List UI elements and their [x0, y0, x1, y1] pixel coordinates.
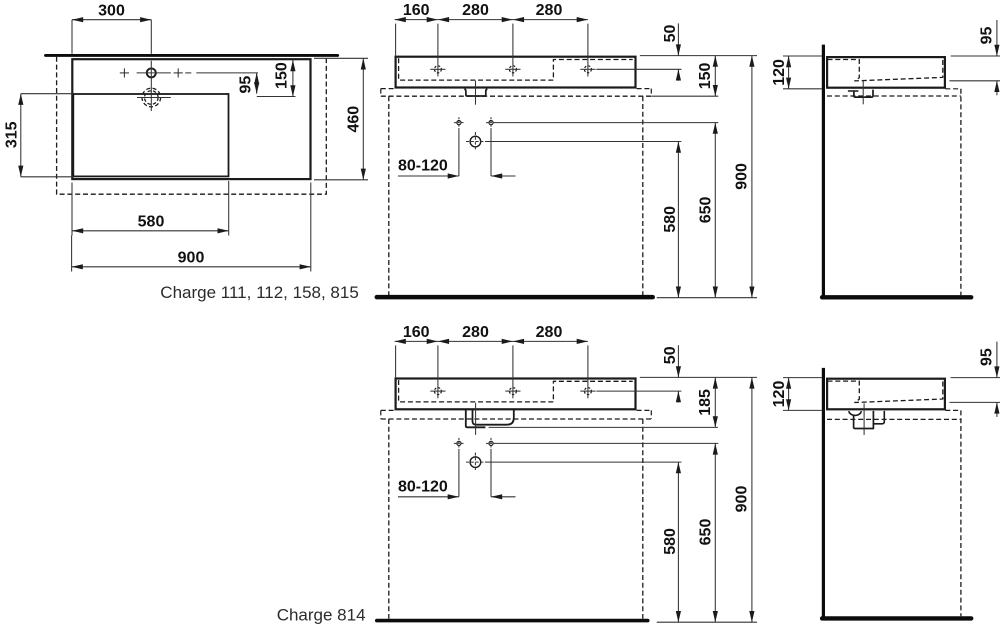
svg-text:280: 280 — [462, 2, 489, 19]
svg-text:150: 150 — [274, 62, 291, 89]
svg-text:120: 120 — [771, 59, 788, 86]
svg-text:650: 650 — [698, 519, 715, 546]
svg-text:Charge 814: Charge 814 — [277, 606, 366, 625]
svg-text:Charge 111, 112, 158, 815: Charge 111, 112, 158, 815 — [160, 283, 358, 302]
svg-text:80-120: 80-120 — [398, 158, 448, 175]
svg-text:160: 160 — [403, 2, 430, 19]
svg-text:150: 150 — [697, 62, 714, 89]
svg-text:460: 460 — [345, 106, 362, 133]
svg-text:580: 580 — [662, 528, 679, 555]
svg-text:80-120: 80-120 — [398, 478, 448, 495]
svg-text:95: 95 — [979, 348, 996, 366]
svg-text:900: 900 — [734, 486, 751, 513]
svg-text:120: 120 — [771, 381, 788, 408]
svg-text:300: 300 — [98, 2, 125, 19]
svg-text:50: 50 — [662, 25, 679, 43]
svg-text:50: 50 — [662, 346, 679, 364]
svg-text:900: 900 — [178, 249, 205, 266]
svg-text:280: 280 — [536, 2, 563, 19]
svg-text:580: 580 — [138, 213, 165, 230]
svg-text:580: 580 — [662, 206, 679, 233]
svg-text:95: 95 — [979, 27, 996, 45]
svg-text:185: 185 — [697, 389, 714, 416]
svg-text:280: 280 — [462, 324, 489, 341]
svg-text:650: 650 — [698, 196, 715, 223]
svg-text:95: 95 — [237, 76, 254, 94]
svg-text:315: 315 — [3, 121, 20, 148]
svg-text:900: 900 — [734, 163, 751, 190]
svg-text:160: 160 — [403, 324, 430, 341]
svg-text:280: 280 — [536, 324, 563, 341]
